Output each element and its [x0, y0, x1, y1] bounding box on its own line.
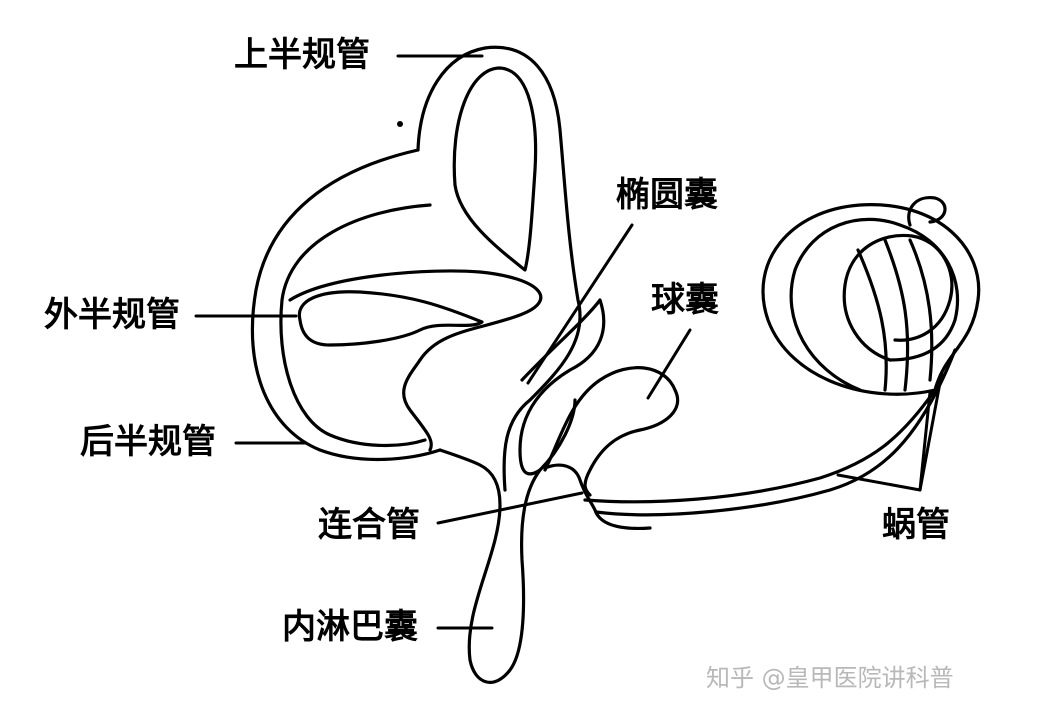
label-cochlear-duct: 蜗管	[882, 508, 950, 542]
cochlear-spiral-outer	[763, 205, 979, 395]
superior-canal-inner-lumen	[454, 68, 535, 270]
label-endolymphatic-sac: 内淋巴囊	[282, 610, 418, 644]
endolymphatic-duct-left	[440, 450, 540, 682]
superior-canal-outline	[418, 47, 580, 490]
cochlear-turn-line-2	[885, 240, 908, 390]
leader-ductus-reuniens	[438, 493, 582, 523]
lateral-canal-loop-lower	[404, 360, 432, 450]
leader-saccule	[648, 330, 690, 398]
saccule-body	[545, 368, 678, 495]
lateral-canal-inner	[299, 292, 482, 345]
label-superior-semicircular-canal: 上半规管	[234, 38, 370, 72]
lateral-canal-outer	[290, 271, 541, 360]
label-ductus-reuniens: 连合管	[318, 508, 420, 542]
label-utricle: 椭圆囊	[616, 178, 718, 212]
cochlear-duct-outer	[585, 390, 935, 502]
watermark: 知乎 @皇甲医院讲科普	[706, 666, 954, 690]
label-saccule: 球囊	[651, 283, 719, 317]
ink-speck	[397, 121, 403, 127]
label-lateral-semicircular-canal: 外半规管	[44, 298, 180, 332]
leader-utricle	[528, 225, 632, 383]
cochlear-turn-line-1	[858, 250, 886, 390]
label-posterior-semicircular-canal: 后半规管	[80, 425, 216, 459]
